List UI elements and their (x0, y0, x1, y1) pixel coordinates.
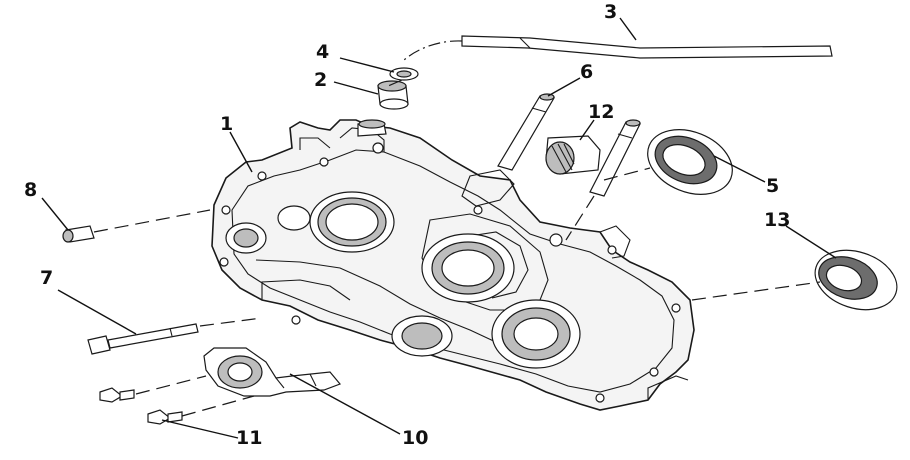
crankcase-housing (211, 119, 695, 411)
callout-12: 12 (588, 101, 614, 123)
callout-2: 2 (314, 69, 327, 91)
oil-seal (647, 129, 733, 195)
sealing-washer (389, 67, 419, 81)
callout-3: 3 (604, 1, 617, 23)
small-bolt-lower (147, 409, 183, 425)
callout-13: 13 (764, 209, 790, 231)
ball-bearing (814, 249, 898, 311)
dowel-pin-left (497, 93, 555, 171)
callout-numbers: 1 2 3 4 5 6 7 8 10 11 12 13 (24, 1, 790, 449)
assembly-guide-lines (93, 79, 821, 417)
dowel-pin-right (589, 119, 641, 197)
locating-dowel (62, 225, 95, 243)
callout-5: 5 (766, 175, 779, 197)
callout-11: 11 (236, 427, 262, 449)
fitting-seat (357, 119, 387, 137)
callout-7: 7 (40, 267, 53, 289)
callout-8: 8 (24, 179, 37, 201)
callout-1: 1 (220, 113, 233, 135)
leader-lines (41, 17, 837, 439)
small-bolt-upper (99, 387, 135, 403)
long-bolt (87, 323, 199, 355)
hose-fitting (377, 80, 409, 110)
needle-bearing (545, 135, 601, 175)
callout-6: 6 (580, 61, 593, 83)
callout-4: 4 (316, 41, 329, 63)
breather-hose (403, 35, 833, 61)
dowel-alignment-line (565, 195, 595, 241)
callout-10: 10 (402, 427, 428, 449)
seal-plate-bracket (203, 347, 342, 397)
